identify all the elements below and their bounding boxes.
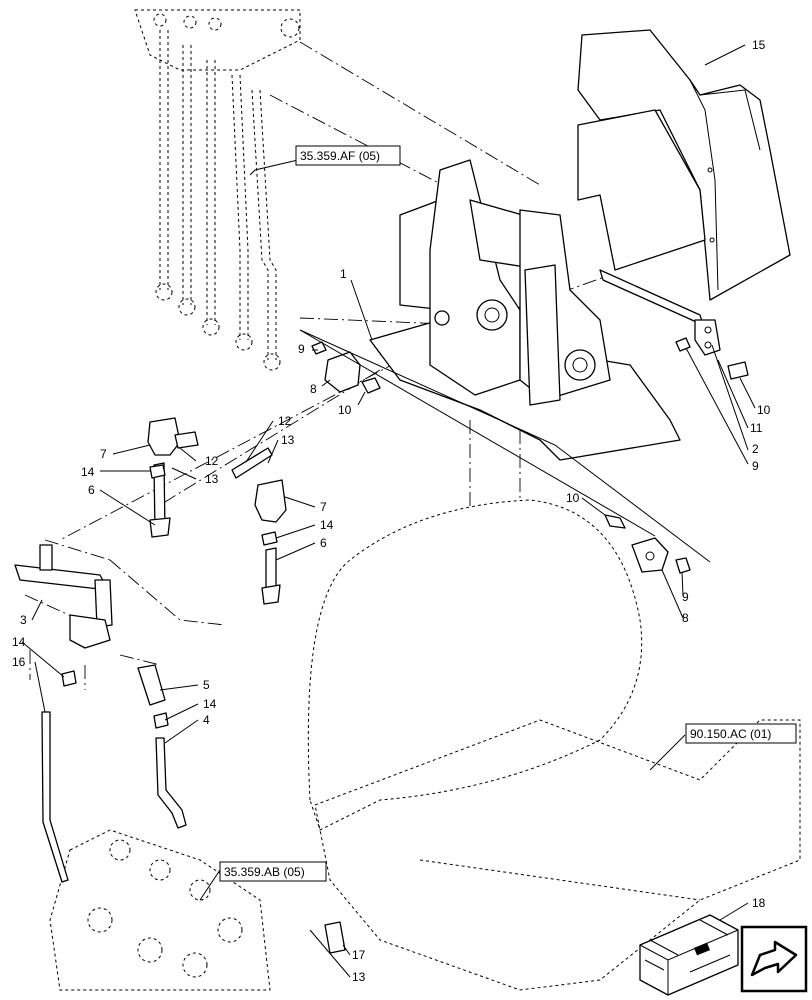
callout-14: 14 bbox=[81, 465, 95, 479]
callout-10: 10 bbox=[757, 403, 771, 417]
kit-crate-icon bbox=[639, 914, 739, 996]
callout-9: 9 bbox=[298, 342, 305, 356]
callout-13: 13 bbox=[205, 472, 219, 486]
callout-18: 18 bbox=[752, 896, 766, 910]
hardware-parts bbox=[14, 337, 749, 954]
callout-4: 4 bbox=[203, 713, 210, 727]
callout-14: 14 bbox=[12, 635, 26, 649]
callout-7: 7 bbox=[100, 447, 107, 461]
callout-17: 17 bbox=[352, 948, 366, 962]
fender-dashed bbox=[307, 499, 801, 991]
callout-14: 14 bbox=[203, 697, 217, 711]
callout-8: 8 bbox=[310, 382, 317, 396]
callout-2: 2 bbox=[752, 442, 759, 456]
callout-5: 5 bbox=[203, 678, 210, 692]
reference-af[interactable]: 35.359.AF (05) bbox=[295, 145, 401, 166]
arrow-next-icon[interactable] bbox=[740, 925, 808, 993]
callout-10: 10 bbox=[338, 403, 352, 417]
callout-7: 7 bbox=[320, 500, 327, 514]
callout-8: 8 bbox=[682, 611, 689, 625]
valve-block-dashed bbox=[49, 829, 271, 991]
reference-ab[interactable]: 35.359.AB (05) bbox=[219, 861, 327, 882]
callout-6: 6 bbox=[88, 483, 95, 497]
linkage-rods-dashed bbox=[134, 9, 301, 371]
leader-lines bbox=[21, 44, 756, 978]
callout-12: 12 bbox=[205, 454, 219, 468]
reference-ab-label: 35.359.AB (05) bbox=[224, 865, 305, 879]
callout-labels: 1 15 9 8 10 10 11 2 9 7 12 14 13 6 12 13… bbox=[12, 38, 771, 984]
callout-10: 10 bbox=[566, 491, 580, 505]
callout-13: 13 bbox=[352, 970, 366, 984]
callout-12: 12 bbox=[278, 414, 292, 428]
main-bracket-frame bbox=[369, 159, 721, 461]
reference-af-label: 35.359.AF (05) bbox=[300, 149, 380, 163]
callout-6: 6 bbox=[320, 536, 327, 550]
callout-9: 9 bbox=[752, 459, 759, 473]
callout-16: 16 bbox=[12, 655, 26, 669]
callout-3: 3 bbox=[20, 613, 27, 627]
cover-panel bbox=[577, 29, 791, 301]
reference-ac[interactable]: 90.150.AC (01) bbox=[685, 723, 797, 744]
reference-ac-label: 90.150.AC (01) bbox=[690, 727, 771, 741]
callout-15: 15 bbox=[752, 38, 766, 52]
callout-1: 1 bbox=[340, 267, 347, 281]
callout-14: 14 bbox=[320, 518, 334, 532]
callout-11: 11 bbox=[750, 421, 763, 435]
callout-9: 9 bbox=[682, 590, 689, 604]
callout-13: 13 bbox=[281, 433, 295, 447]
